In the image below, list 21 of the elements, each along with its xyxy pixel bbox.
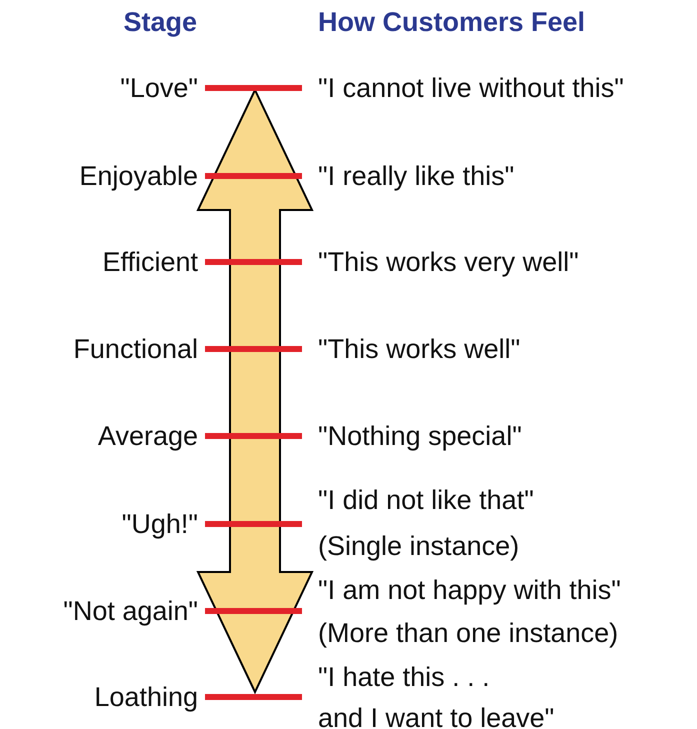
feeling-text: "I really like this" [318,160,514,192]
stage-label: Average [98,420,198,452]
feeling-text: and I want to leave" [318,702,554,729]
stage-label: Efficient [102,246,198,278]
stage-label: Enjoyable [79,160,198,192]
feeling-text: "I hate this . . . [318,661,490,693]
feeling-text: "I cannot live without this" [318,72,624,104]
stage-label: "Not again" [63,595,198,627]
stage-label: "Love" [120,72,198,104]
feeling-text: "I did not like that" [318,484,534,516]
feeling-text: "I am not happy with this" [318,574,621,606]
feeling-text: "This works well" [318,333,520,365]
feeling-text: (Single instance) [318,530,520,562]
column-heading: How Customers Feel [318,6,586,38]
column-heading: Stage [123,6,197,38]
stage-label: Functional [73,333,198,365]
feeling-text: "This works very well" [318,246,579,278]
stage-label: Loathing [94,681,198,713]
stage-label: "Ugh!" [122,508,198,540]
feeling-text: (More than one instance) [318,617,618,649]
feeling-text: "Nothing special" [318,420,522,452]
